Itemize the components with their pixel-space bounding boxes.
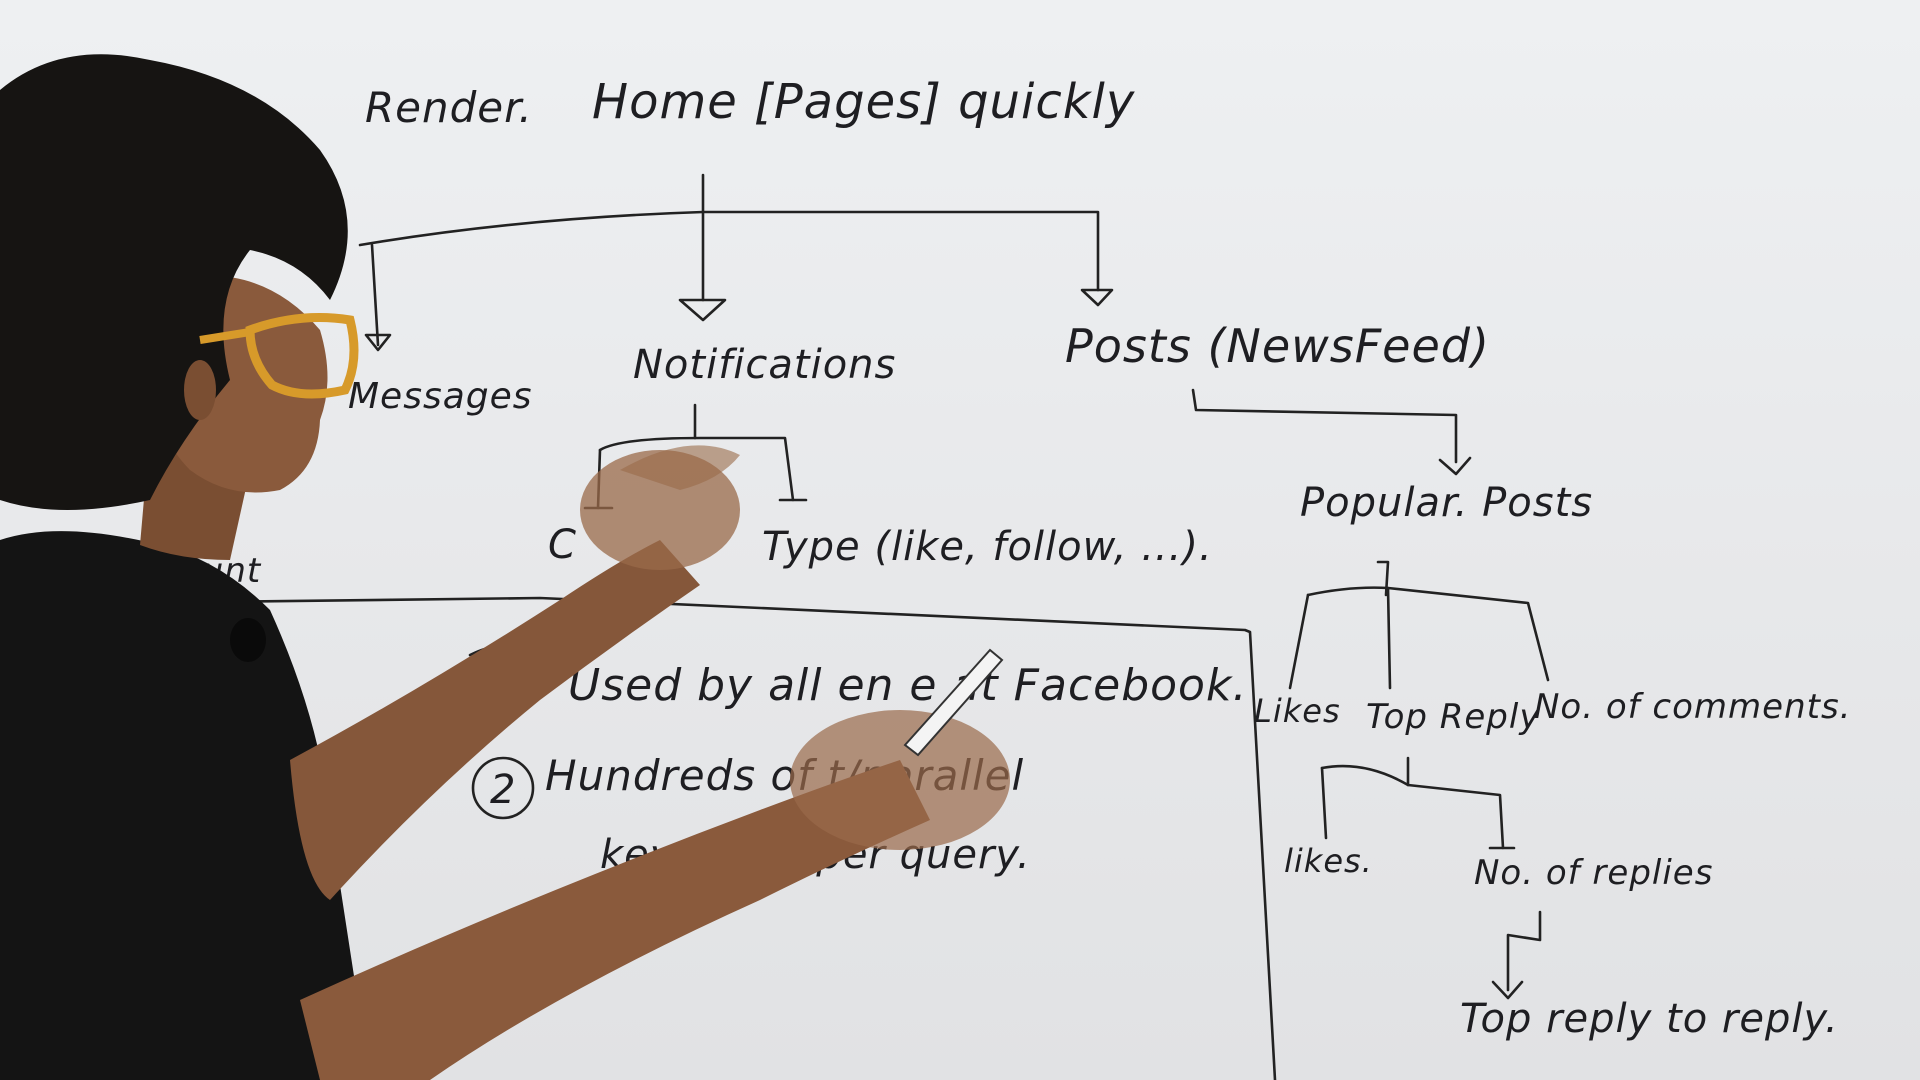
presenter-glasses	[199, 313, 359, 399]
messages-label: Messages	[348, 376, 533, 417]
presenter-shirt	[0, 531, 370, 1080]
presenter-ear	[184, 360, 216, 420]
notifications-label: Notifications	[633, 342, 896, 388]
presenter-hair	[0, 54, 348, 511]
note-1: Used by all en e at Facebook.	[468, 644, 1247, 711]
presenter-hand-lower	[790, 710, 1010, 850]
num-replies-label: No. of replies	[1474, 853, 1713, 893]
reply-to-reply-lines	[1491, 910, 1542, 1000]
presenter-fingers-upper	[620, 445, 740, 490]
presenter	[0, 54, 1010, 1080]
popular-posts-tree-lines	[1288, 560, 1550, 690]
likes-label: Likes	[1254, 692, 1341, 730]
top-tree-lines	[358, 173, 1114, 352]
title-main-text: Home [Pages] quickly	[592, 74, 1135, 130]
lapel-microphone	[230, 618, 266, 662]
top-reply-tree-lines	[1320, 756, 1516, 850]
posts-subtree-lines	[1191, 388, 1472, 476]
note-2-circle	[471, 756, 535, 820]
note-1-text: Used by all en e at Facebook.	[568, 660, 1247, 711]
notes-box-lines	[208, 596, 1277, 1080]
num-comments-label: No. of comments.	[1534, 687, 1851, 727]
reply-likes-label: likes.	[1284, 842, 1373, 880]
top-reply-to-reply-label: Top reply to reply.	[1460, 996, 1839, 1042]
type-label: Type (like, follow, ...).	[762, 524, 1213, 570]
note-2-number: 2	[490, 767, 516, 813]
presenter-forearm	[300, 760, 930, 1080]
top-reply-label: Top Reply	[1366, 697, 1540, 737]
title-render-text: Render.	[365, 83, 533, 132]
presenter-arm	[290, 540, 700, 900]
popular-posts-label: Popular. Posts	[1300, 480, 1593, 526]
marker	[903, 648, 1004, 757]
posts-newsfeed-label: Posts (NewsFeed)	[1065, 319, 1490, 373]
count-label: C	[548, 522, 577, 568]
